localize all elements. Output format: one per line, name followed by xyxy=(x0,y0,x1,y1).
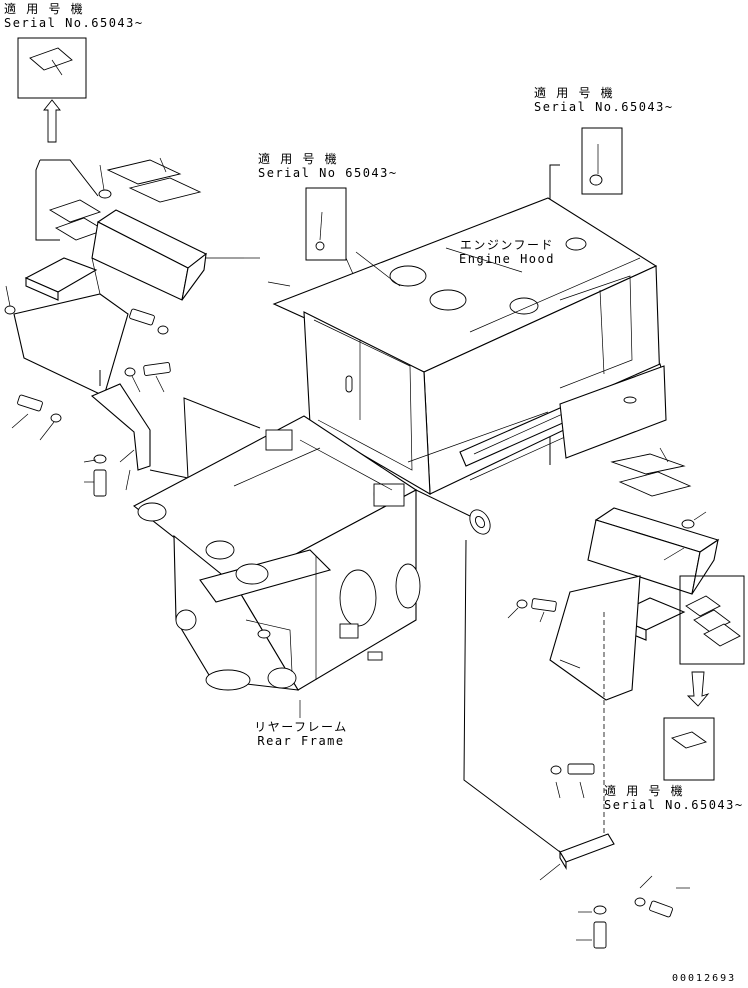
left-fender-assembly xyxy=(4,157,261,497)
serial-label-top-left-jp: 適 用 号 機 xyxy=(4,2,85,16)
serial-label-top-left: 適 用 号 機 Serial No.65043~ xyxy=(4,2,144,30)
right-fender-assembly xyxy=(507,447,745,949)
drawing-number: 00012693 xyxy=(672,973,737,984)
leader-lines xyxy=(244,257,549,463)
engine-hood-label-en: Engine Hood xyxy=(459,252,555,266)
serial-label-bottom-right-jp: 適 用 号 機 xyxy=(604,784,685,798)
serial-label-top-right-en: Serial No.65043~ xyxy=(534,100,674,114)
serial-label-top-right: 適 用 号 機 Serial No.65043~ xyxy=(534,86,674,114)
engine-hood-label: エンジンフード Engine Hood xyxy=(452,238,562,266)
serial-label-mid-jp: 適 用 号 機 xyxy=(258,152,339,166)
serial-label-bottom-right-en: Serial No.65043~ xyxy=(604,798,744,812)
serial-label-top-left-en: Serial No.65043~ xyxy=(4,16,144,30)
rear-frame-label: リヤーフレーム Rear Frame xyxy=(246,720,356,748)
rear-frame-label-en: Rear Frame xyxy=(257,734,345,748)
serial-label-bottom-right: 適 用 号 機 Serial No.65043~ xyxy=(604,784,744,812)
engine-hood xyxy=(272,197,667,495)
up-arrow-icon xyxy=(43,99,61,143)
rear-frame-label-jp: リヤーフレーム xyxy=(254,720,348,734)
rear-frame xyxy=(132,415,421,718)
detail-box-top-left xyxy=(17,37,87,99)
bolt-icon xyxy=(11,308,171,497)
serial-label-top-right-jp: 適 用 号 機 xyxy=(534,86,615,100)
engine-hood-label-jp: エンジンフード xyxy=(459,238,555,252)
grommet xyxy=(415,489,561,853)
serial-label-mid-en: Serial No 65043~ xyxy=(258,166,398,180)
serial-label-mid: 適 用 号 機 Serial No 65043~ xyxy=(258,152,398,180)
